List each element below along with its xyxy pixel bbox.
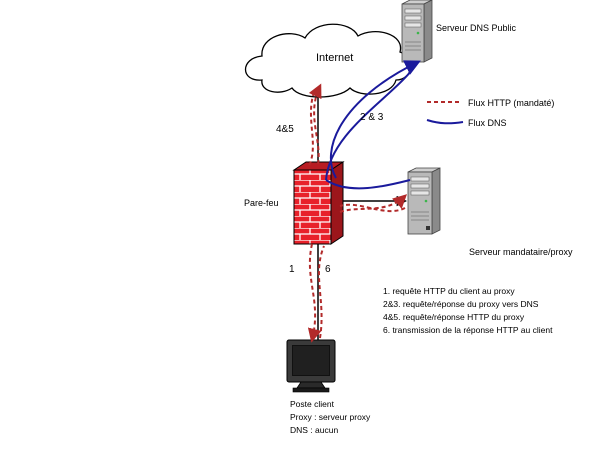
http-flow-client-response [317, 245, 325, 339]
internet-label: Internet [316, 52, 354, 64]
client-dns-setting: DNS : aucun [290, 425, 339, 435]
client-proxy-setting: Proxy : serveur proxy [290, 412, 371, 422]
http-flow-up [308, 83, 322, 165]
client-title: Poste client [290, 399, 334, 409]
firewall-brick-wall-icon [292, 161, 345, 245]
http-flow-up-return [307, 91, 315, 169]
edge-label-down-left: 1 [289, 264, 295, 275]
edge-label-dns: 2 & 3 [360, 112, 384, 123]
http-flow-client-request [307, 243, 322, 343]
edge-label-up: 4&5 [276, 124, 294, 135]
dns-flow-proxy [325, 179, 411, 190]
client-monitor-icon [286, 339, 336, 393]
dns-flow-request [329, 60, 421, 179]
proxy-server-icon [407, 167, 441, 235]
legend-http-label: Flux HTTP (mandaté) [468, 98, 555, 108]
dns-flow-response [325, 61, 419, 181]
dns-server-label: Serveur DNS Public [436, 23, 517, 33]
client-info: Poste client Proxy : serveur proxy DNS :… [290, 398, 370, 437]
proxy-server-label: Serveur mandataire/proxy [469, 247, 573, 257]
steps-list: 1. requête HTTP du client au proxy 2&3. … [383, 285, 552, 337]
step-item: 6. transmission de la réponse HTTP au cl… [383, 325, 553, 335]
step-item: 4&5. requête/réponse HTTP du proxy [383, 312, 525, 322]
step-item: 2&3. requête/réponse du proxy vers DNS [383, 299, 539, 309]
firewall-label: Pare-feu [244, 198, 279, 208]
legend-dns-line [426, 119, 464, 125]
step-item: 1. requête HTTP du client au proxy [383, 286, 515, 296]
edge-label-down-right: 6 [325, 264, 331, 275]
dns-server-icon [401, 0, 433, 63]
legend-dns-label: Flux DNS [468, 118, 507, 128]
